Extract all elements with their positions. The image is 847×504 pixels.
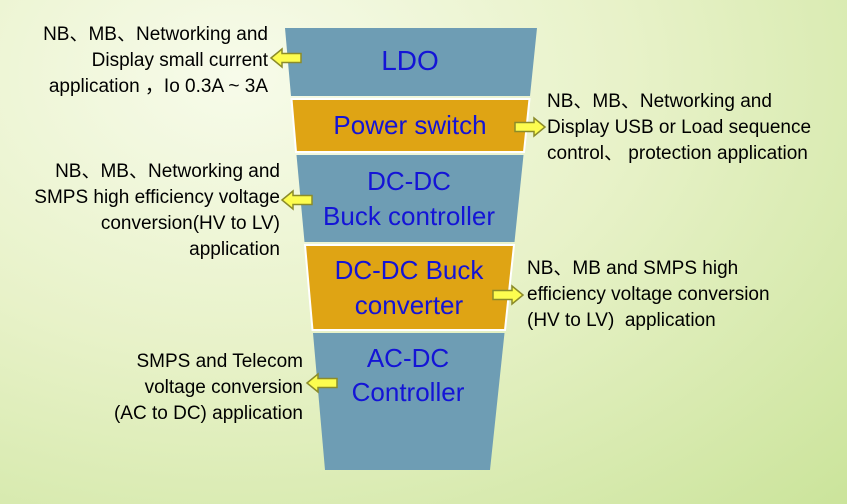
segment-label-ldo: LDO <box>285 28 535 94</box>
funnel-segment-ldo <box>285 28 537 96</box>
annotation-left-buck-controller-text: NB、MB、Networking and SMPS high efficienc… <box>34 161 280 260</box>
segment-label-dcdc-buck-converter: DC-DC Buck converter <box>306 245 512 330</box>
funnel-segment-acdc-controller <box>313 333 505 470</box>
annotation-left-buck-controller: NB、MB、Networking and SMPS high efficienc… <box>28 159 280 263</box>
annotation-left-ldo: NB、MB、Networking and Display small curre… <box>6 22 268 100</box>
segment-label-power-switch: Power switch <box>293 99 527 152</box>
segment-label-dcdc-buck-converter-text: DC-DC Buck converter <box>334 255 484 320</box>
funnel-segment-power-switch <box>290 98 531 153</box>
segment-label-dcdc-buck-controller-text: DC-DC Buck controller <box>323 166 495 231</box>
annotation-right-buck-converter: NB、MB and SMPS high efficiency voltage c… <box>527 256 845 334</box>
annotation-right-buck-converter-text: NB、MB and SMPS high efficiency voltage c… <box>527 258 770 331</box>
annotation-left-ldo-text: NB、MB、Networking and Display small curre… <box>43 24 268 97</box>
segment-label-ldo-text: LDO <box>381 44 439 76</box>
segment-label-power-switch-text: Power switch <box>333 110 487 141</box>
funnel-segment-dcdc-buck-converter <box>303 244 516 331</box>
segment-label-acdc-controller: AC-DC Controller <box>314 333 502 441</box>
segment-label-acdc-controller-text: AC-DC Controller <box>351 343 465 408</box>
funnel-segment-dcdc-buck-controller <box>296 155 524 242</box>
annotation-left-acdc-controller-text: SMPS and Telecom voltage conversion (AC … <box>113 351 303 424</box>
annotation-right-power-switch-text: NB、MB、Networking and Display USB or Load… <box>547 91 812 164</box>
annotation-left-acdc-controller: SMPS and Telecom voltage conversion (AC … <box>58 349 303 427</box>
segment-label-dcdc-buck-controller: DC-DC Buck controller <box>298 155 520 242</box>
annotation-right-power-switch: NB、MB、Networking and Display USB or Load… <box>547 89 845 167</box>
